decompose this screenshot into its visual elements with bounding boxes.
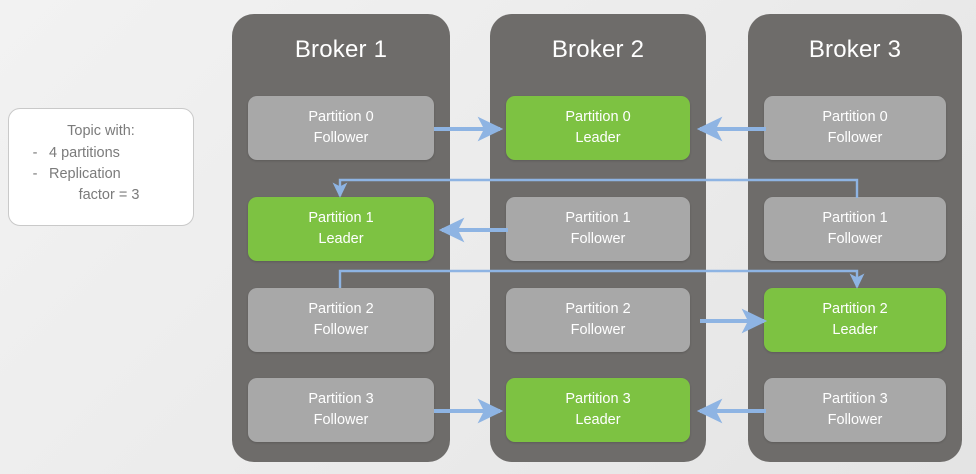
partition-box-b2-p3[interactable]: Partition 3 Leader [506,378,690,442]
partition-role: Follower [570,322,626,338]
bullet-dash-icon: - [32,145,38,162]
partition-name: Partition 2 [308,300,374,317]
partition-role: Leader [318,231,364,247]
partition-name: Partition 1 [822,209,888,226]
partition-name: Partition 3 [565,390,631,407]
broker-1-title: Broker 1 [294,36,388,63]
partition-name: Partition 2 [822,300,888,317]
partition-name: Partition 3 [822,390,888,407]
partition-role: Follower [313,322,369,338]
topic-bullet-partitions-label: 4 partitions [49,145,120,162]
partition-role: Leader [832,322,878,338]
partition-role: Follower [827,231,883,247]
partition-role: Follower [313,412,369,428]
partition-box-b2-p0[interactable]: Partition 0 Leader [506,96,690,160]
partition-box-b2-p2[interactable]: Partition 2 Follower [506,288,690,352]
broker-column-2[interactable]: Broker 2 Partition 0 Leader Partition 1 … [490,14,706,462]
partition-name: Partition 0 [565,108,631,125]
partition-name: Partition 1 [308,209,374,226]
partition-box-b3-p2[interactable]: Partition 2 Leader [764,288,946,352]
partition-role: Follower [827,412,883,428]
broker-3-title: Broker 3 [808,36,902,63]
topic-bullet-partitions: - 4 partitions [19,143,183,164]
topic-bullet-replication-label: Replication [49,166,121,183]
partition-box-b1-p3[interactable]: Partition 3 Follower [248,378,434,442]
partition-box-b3-p1[interactable]: Partition 1 Follower [764,197,946,261]
broker-column-3[interactable]: Broker 3 Partition 0 Follower Partition … [748,14,962,462]
topic-bullet-replication: - Replication [19,164,183,185]
bullet-dash-icon: - [32,166,38,183]
partition-name: Partition 2 [565,300,631,317]
partition-role: Follower [827,130,883,146]
partition-box-b2-p1[interactable]: Partition 1 Follower [506,197,690,261]
partition-box-b3-p3[interactable]: Partition 3 Follower [764,378,946,442]
broker-2-title: Broker 2 [551,36,645,63]
broker-column-1[interactable]: Broker 1 Partition 0 Follower Partition … [232,14,450,462]
partition-role: Leader [575,130,621,146]
partition-role: Follower [570,231,626,247]
partition-name: Partition 1 [565,209,631,226]
partition-box-b3-p0[interactable]: Partition 0 Follower [764,96,946,160]
partition-box-b1-p1[interactable]: Partition 1 Leader [248,197,434,261]
partition-box-b1-p0[interactable]: Partition 0 Follower [248,96,434,160]
partition-name: Partition 0 [822,108,888,125]
topic-legend-card: Topic with: - 4 partitions - Replication… [8,108,194,226]
topic-legend-title: Topic with: [67,123,135,139]
partition-role: Follower [313,130,369,146]
partition-role: Leader [575,412,621,428]
partition-name: Partition 3 [308,390,374,407]
partition-box-b1-p2[interactable]: Partition 2 Follower [248,288,434,352]
topic-bullet-replication-value: factor = 3 [78,187,140,204]
partition-name: Partition 0 [308,108,374,125]
